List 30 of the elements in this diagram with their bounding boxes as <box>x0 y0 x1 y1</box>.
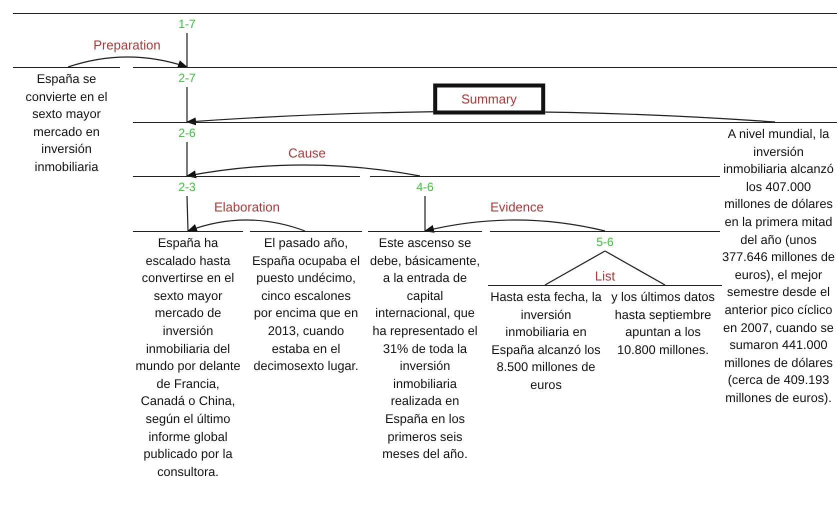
relation-label: Evidence <box>488 200 546 214</box>
text-segment: España ha escalado hasta convertirse en el sexto mayor mercado de inversión inmobiliaria del mundo por delante de Francia, Canadá o China, según el último informe global publicado por la consultora. <box>133 231 243 482</box>
text-segment: y los últimos datos hasta septiembre apuntan a los 10.800 millones. <box>604 285 722 360</box>
connector-line <box>544 250 606 286</box>
relation-arrow <box>187 219 306 232</box>
relation-arrow <box>424 219 606 233</box>
span-label: 4-6 <box>415 180 435 194</box>
span-label: 5-6 <box>595 235 615 249</box>
span-label: 2-7 <box>177 71 197 85</box>
connector-line <box>186 33 188 67</box>
connector-line <box>186 87 188 122</box>
relation-label: Elaboration <box>212 200 282 214</box>
relation-label: Summary <box>433 84 545 114</box>
connector-line <box>604 250 666 286</box>
relation-arrow <box>186 164 420 178</box>
relation-label: List <box>592 268 618 284</box>
span-label: 2-6 <box>177 126 197 140</box>
span-label: 2-3 <box>177 180 197 194</box>
relation-label: Preparation <box>91 38 163 52</box>
text-segment: Este ascenso se debe, básicamente, a la entrada de capital internacional, que ha representado el 31% de toda la inversión inmobiliaria realizada en España en los primeros seis meses del año. <box>368 231 482 464</box>
connector-line <box>424 196 426 231</box>
text-segment: A nivel mundial, la inversión inmobiliaria alcanzó los 407.000 millones de dólares en la primera mitad del año (unos 377.646 millones de euros), el mejor semestre desde el anterior pico cíclico en 2007, cuando se sumaron 441.000 millones de dólares (cerca de 409.193 millones de euros). <box>720 122 837 408</box>
connector-line <box>186 142 188 176</box>
text-segment: España se convierte en el sexto mayor mercado en inversión inmobiliaria <box>13 67 120 177</box>
relation-arrow <box>68 56 188 68</box>
text-segment: El pasado año, España ocupaba el puesto undécimo, cinco escalones por encima que en 2013, cuando estaba en el decimosexto lugar. <box>250 231 362 376</box>
connector-line <box>186 196 189 232</box>
relation-label: Cause <box>286 146 328 160</box>
span-label: 1-7 <box>177 17 197 31</box>
text-segment: Hasta esta fecha, la inversión inmobiliaria en España alcanzó los 8.500 millones de euros <box>488 285 604 395</box>
